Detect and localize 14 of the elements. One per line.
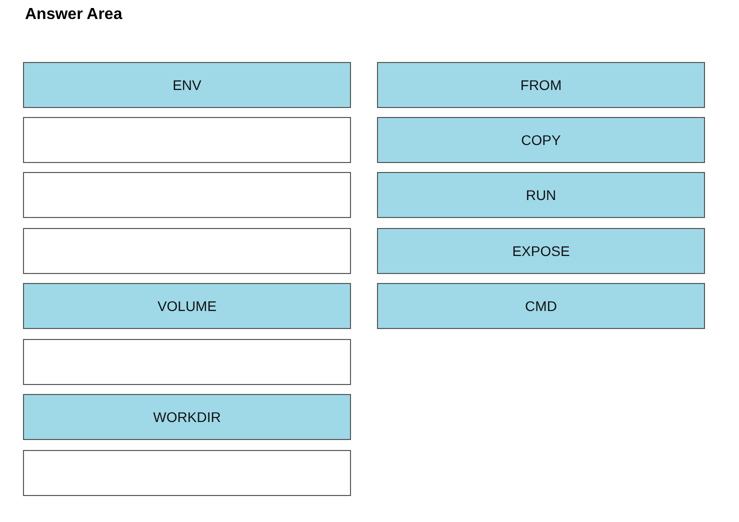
heading: Answer Area	[25, 6, 122, 24]
answer-option-box: RUN	[377, 172, 705, 218]
empty-drop-box	[23, 228, 351, 274]
answer-option-box: COPY	[377, 117, 705, 163]
empty-drop-box	[23, 117, 351, 163]
answer-option-box: FROM	[377, 62, 705, 108]
empty-drop-box	[23, 339, 351, 385]
answer-option-box: CMD	[377, 283, 705, 329]
answer-option-box: EXPOSE	[377, 228, 705, 274]
empty-drop-box	[23, 450, 351, 496]
answer-option-box: ENV	[23, 62, 351, 108]
answer-option-box: VOLUME	[23, 283, 351, 329]
empty-drop-box	[23, 172, 351, 218]
answer-option-box: WORKDIR	[23, 394, 351, 440]
